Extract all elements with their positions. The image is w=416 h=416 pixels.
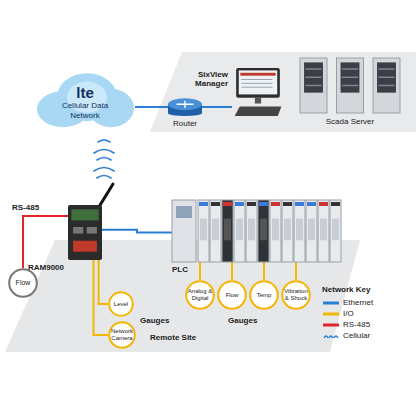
node-text: Network Camera bbox=[110, 328, 134, 342]
node-label: PLC bbox=[172, 265, 202, 274]
text-area: Network Camera bbox=[108, 321, 136, 349]
sensor-circle: Flow bbox=[8, 268, 38, 298]
legend-sample bbox=[322, 332, 340, 340]
legend-text: I/O bbox=[343, 310, 354, 318]
connector-line bbox=[231, 262, 233, 280]
connector-line bbox=[135, 106, 168, 108]
cellular-signal bbox=[94, 140, 114, 178]
cellular-symbol bbox=[324, 336, 338, 338]
text-area: Flow bbox=[8, 268, 38, 298]
legend-swatch bbox=[323, 302, 339, 305]
group-label: Gauges bbox=[228, 316, 257, 325]
legend-text: Cellular bbox=[343, 332, 370, 340]
legend-sample bbox=[322, 321, 340, 329]
node-label: Scada Server bbox=[300, 117, 400, 126]
connector-line bbox=[23, 216, 68, 268]
legend-title: Network Key bbox=[322, 285, 370, 294]
legend-sample bbox=[322, 299, 340, 307]
plc-rack-shape bbox=[172, 200, 342, 262]
ram-device: RAM9000 bbox=[68, 205, 102, 260]
server-rack: Scada Server bbox=[300, 58, 400, 113]
node-text: lte bbox=[76, 84, 94, 101]
connector-line bbox=[199, 262, 201, 280]
bus-label: RS-485 bbox=[12, 203, 39, 212]
legend-swatch bbox=[323, 313, 339, 316]
text-area: lteCellular Data Network bbox=[35, 72, 135, 132]
server-rack-shape bbox=[300, 58, 400, 113]
text-area: Temp bbox=[249, 280, 279, 310]
gauge-circle: Temp bbox=[249, 280, 279, 310]
legend-row: Ethernet bbox=[322, 298, 373, 308]
legend-row: I/O bbox=[322, 309, 354, 319]
text-area: Vibration & Shock bbox=[281, 280, 311, 310]
connector-line bbox=[99, 260, 108, 304]
ram-device-shape bbox=[68, 205, 102, 260]
plc-rack: PLC bbox=[172, 200, 342, 262]
connector-line bbox=[202, 106, 232, 108]
legend-row: RS-485 bbox=[322, 320, 370, 330]
legend-sample bbox=[322, 310, 340, 318]
legend-text: Ethernet bbox=[343, 299, 373, 307]
computer: SixView Manager bbox=[232, 68, 284, 116]
legend-swatch bbox=[323, 324, 339, 327]
sensor-circle: Network Camera bbox=[108, 321, 136, 349]
node-text: Temp bbox=[257, 292, 272, 299]
text-area: Flow bbox=[217, 280, 247, 310]
connector-line bbox=[295, 262, 297, 280]
gauge-circle: Analog & Digital bbox=[185, 280, 215, 310]
node-label: RAM9000 bbox=[28, 263, 80, 272]
node-text: Cellular Data Network bbox=[49, 101, 121, 119]
node-text: Flow bbox=[226, 292, 239, 299]
node-text: Analog & Digital bbox=[187, 288, 213, 302]
node-text: Level bbox=[114, 301, 128, 308]
gauge-circle: Vibration & Shock bbox=[281, 280, 311, 310]
computer-shape bbox=[232, 68, 284, 116]
connector-line bbox=[94, 260, 109, 335]
text-area: Level bbox=[108, 291, 134, 317]
node-text: Vibration & Shock bbox=[283, 288, 309, 302]
router-shape bbox=[168, 98, 202, 116]
gauge-circle: Flow bbox=[217, 280, 247, 310]
server-room-floor bbox=[150, 52, 416, 132]
cellular-cloud: lteCellular Data Network bbox=[35, 72, 135, 132]
connector-line bbox=[263, 262, 265, 280]
text-area: Analog & Digital bbox=[185, 280, 215, 310]
site-label: Remote Site bbox=[150, 333, 196, 342]
node-label: SixView Manager bbox=[182, 70, 228, 88]
group-label: Gauges bbox=[140, 316, 169, 325]
legend-text: RS-485 bbox=[343, 321, 370, 329]
node-text: Flow bbox=[16, 279, 31, 287]
connector-line bbox=[102, 230, 172, 233]
sensor-circle: Level bbox=[108, 291, 134, 317]
legend-row: Cellular bbox=[322, 331, 370, 341]
router: Router bbox=[168, 98, 202, 116]
node-label: Router bbox=[160, 119, 210, 128]
